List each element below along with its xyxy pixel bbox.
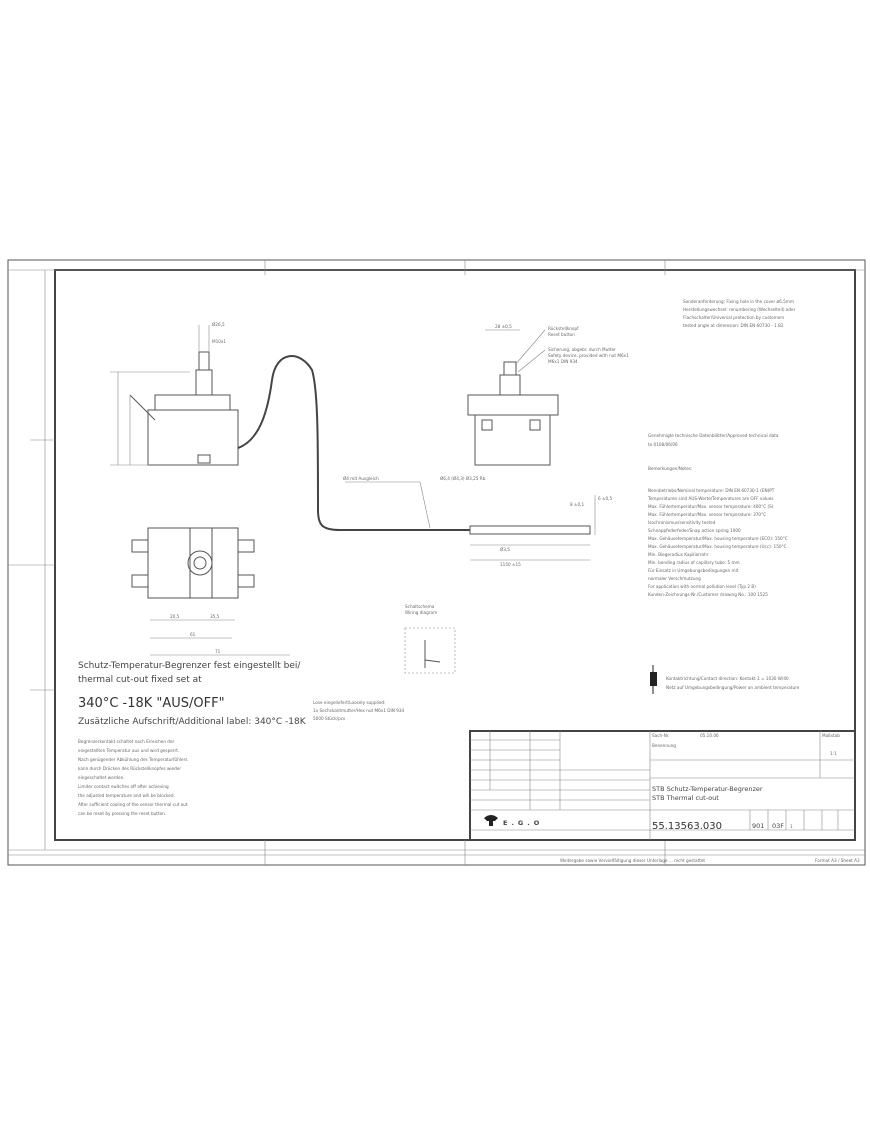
capillary-tube (237, 355, 470, 531)
note-line: tested angle at dimension: DIN EN 60730 … (683, 323, 784, 328)
cutout-setting: 340°C -18K "AUS/OFF" (78, 696, 225, 711)
description-line: the adjusted temperature and will be blo… (78, 793, 175, 798)
loose-parts-line: 1x Sechskantmutter/Hex nut M6x1 DIN 934 (313, 708, 405, 713)
note-line: to 0108/06/06 (648, 442, 678, 447)
description-line: Begrenzerkontakt schaltet nach Erreichen… (78, 739, 175, 744)
safety-device-callout-din: M6x1 DIN 934 (548, 359, 578, 364)
dim-label: 1150 ±15 (500, 562, 521, 567)
note-line: normaler Verschmutzung (648, 576, 701, 581)
notes-right: Genehmigte technische Datenblätter/Appro… (647, 433, 788, 597)
device-front-view: 28 ±0,5 Rückstellknopf Reset button Sich… (467, 324, 629, 466)
frame-zone-ticks (8, 260, 666, 865)
symbol-note: Kontaktrichtung/Contact direction: Konta… (650, 665, 800, 694)
dim-label: 71 (215, 649, 221, 654)
wiring-diagram: Schaltschema Wiring diagram (404, 604, 456, 674)
company-name: E.G.O (503, 819, 543, 827)
drawing-date: 05.10.06 (700, 733, 719, 738)
dim-label: Ø3,5 (500, 547, 510, 552)
dim-label: 28 ±0,5 (495, 324, 512, 329)
note-line: Schnappfederfeder/Snap action spring 100… (648, 528, 741, 533)
dim-label: 20,5 (170, 614, 180, 619)
note-line: Max. Fühlertemperatur/Max. sensor temper… (648, 512, 766, 517)
loose-parts-line: Lose eingeliefert/Loosely supplied: (313, 700, 386, 705)
note-line: Bemerkungen/Notes: (648, 466, 692, 471)
temperature-sensor: Ø3,5 1150 ±15 8 ±0,1 6 ±0,5 (469, 495, 612, 567)
drawing-index: 901 (752, 822, 764, 830)
description-line: kann durch Drücken des Rückstellknopfes … (78, 766, 181, 771)
note-line: Nennbetriebs/Nominal temperature: DIN EN… (648, 488, 775, 493)
note-line: Flachschalter/Universal protection by cu… (683, 315, 784, 320)
footer-copyright: Weitergabe sowie Vervielfältigung dieser… (560, 858, 705, 863)
reset-button-callout: Rückstellknopf (548, 326, 579, 331)
description-line: eingestellten Temperatur aus und wird ge… (78, 748, 179, 753)
dim-label: 6 ±0,5 (598, 496, 612, 501)
device-side-view: Ø26,5 M10x1 (110, 322, 239, 466)
loose-parts: Lose eingeliefert/Loosely supplied: 1x S… (313, 700, 405, 721)
note-line: Max. Gehäusetemperatur/Max. housing temp… (648, 544, 787, 549)
footer-format: Format A3 / Sheet A3 (815, 858, 860, 863)
note-line: Temperaturen sind AUS-Werte/Temperatures… (647, 496, 773, 501)
ego-logo: E.G.O (484, 815, 543, 827)
dim-label: 35,5 (210, 614, 220, 619)
note-line: Max. Gehäusetemperatur/Max. housing temp… (648, 536, 788, 541)
description: Begrenzerkontakt schaltet nach Erreichen… (78, 739, 188, 816)
description-line: Limiter contact switches off after achie… (78, 784, 169, 789)
notes-top: Sonderanforderung: Fixing hole in the co… (683, 299, 796, 328)
note-line: Max. Fühlertemperatur/Max. sensor temper… (648, 504, 774, 509)
scale-label: Maßstab (822, 733, 840, 738)
drawing-inner-frame (54, 269, 856, 841)
description-line: Nach genügender Abkühlung des Temperatur… (78, 757, 188, 762)
drawing-number: 55.13563.030 (652, 821, 722, 832)
dim-label: M10x1 (212, 339, 226, 344)
note-line: Min. Biegeradius Kapillarrohr (648, 552, 709, 557)
additional-label: Zusätzliche Aufschrift/Additional label:… (78, 717, 307, 727)
note-line: Kunden-Zeichnungs-Nr./Customer drawing N… (648, 592, 768, 597)
dim-label: 61 (190, 632, 196, 637)
description-line: After sufficient cooling of the sensor t… (78, 802, 188, 807)
reset-button-callout-en: Reset button (548, 332, 575, 337)
capillary-label: Ø4 mit Ausgleich (343, 476, 379, 481)
scale-value: 1:1 (830, 751, 837, 756)
drawing-outer-frame (7, 259, 866, 866)
title-name-de: STB Schutz-Temperatur-Begrenzer (652, 785, 763, 793)
drawing-format: 03F (772, 822, 784, 830)
device-top-view: 20,5 35,5 61 71 (131, 527, 290, 656)
note-line: Isochronismus/sensitivity tested (648, 520, 716, 525)
sheet-number: 1 (790, 824, 793, 829)
title-block: Sach-Nr. 05.10.06 Benennung Maßstab 1:1 … (8, 730, 865, 863)
cutout-title-de: Schutz-Temperatur-Begrenzer fest eingest… (78, 661, 301, 671)
name-label: Benennung (652, 743, 676, 748)
note-line: Genehmigte technische Datenblätter/Appro… (648, 433, 779, 438)
description-line: eingeschaltet werden. (78, 775, 125, 780)
note-line: Kontaktrichtung/Contact direction: Konta… (666, 676, 789, 681)
sensor-tube-label: Ø6,4 (Ø4,3) Ø3,25 Rb (440, 476, 486, 481)
dim-label: Ø26,5 (212, 322, 225, 327)
note-line: For application with normal pollution le… (648, 584, 756, 589)
wiring-diagram-label: Schaltschema (405, 604, 435, 609)
title-name-en: STB Thermal cut-out (652, 794, 719, 802)
note-line: Min. bending radius of capillary tube: 5… (648, 560, 740, 565)
note-line: Sonderanforderung: Fixing hole in the co… (683, 299, 794, 304)
description-line: can be reset by pressing the reset butto… (78, 811, 166, 816)
safety-device-callout-en: Safety device, provided with nut M6x1 (548, 353, 629, 358)
note-line: Herstellungswechsel: renumbering (Wechse… (683, 307, 796, 312)
wiring-diagram-label-en: Wiring diagram (405, 610, 437, 615)
loose-parts-line: 5000 Stück/pcs (313, 716, 345, 721)
drawing-number-label: Sach-Nr. (652, 733, 670, 738)
note-line: Für Einsatz in Umgebungsbedingungen mit (648, 568, 739, 573)
note-line: Netz auf Umgebungsbedingung/Power on amb… (666, 685, 800, 690)
cutout-title-en: thermal cut-out fixed set at (78, 675, 202, 685)
safety-device-callout: Sicherung, abgebr. durch Mutter (548, 347, 616, 352)
dim-label: 8 ±0,1 (570, 502, 584, 507)
